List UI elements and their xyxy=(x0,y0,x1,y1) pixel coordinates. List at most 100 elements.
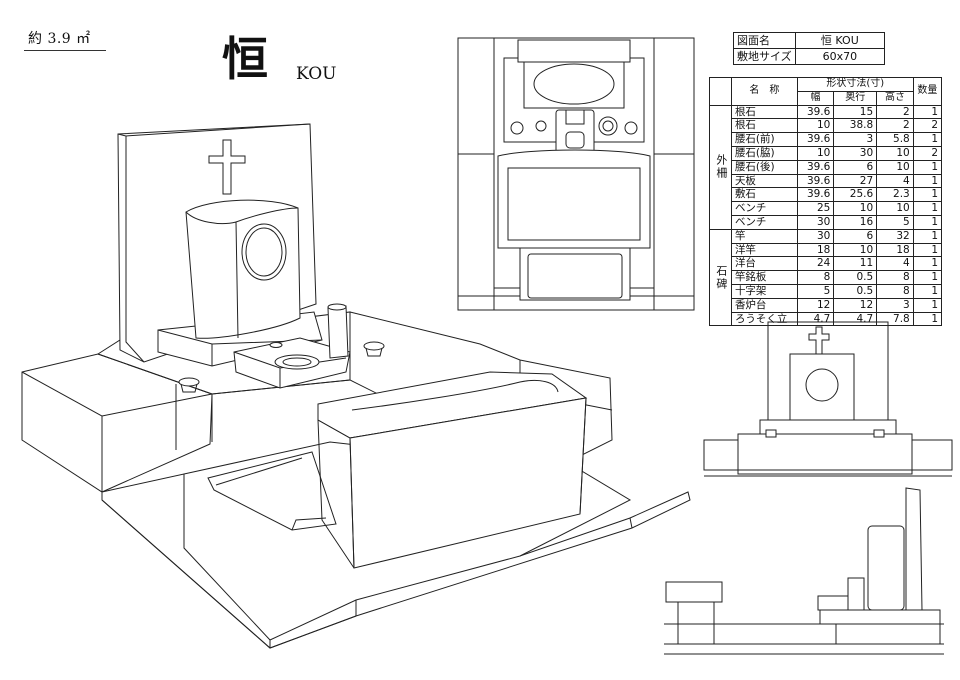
side-elevation xyxy=(664,487,944,655)
height-value: 2 xyxy=(876,104,914,120)
width-value: 5 xyxy=(796,283,835,299)
qty-value: 1 xyxy=(912,214,943,230)
part-name: 洋竿 xyxy=(730,242,798,258)
spec-header-row-1: 名 称 形状寸法(寸) 数量 xyxy=(709,77,943,106)
depth-value: 10 xyxy=(833,201,878,216)
area-underline xyxy=(24,50,106,51)
site-size-row: 敷地サイズ 60x70 xyxy=(733,48,886,65)
width-value: 12 xyxy=(796,297,835,313)
part-name: 十字架 xyxy=(730,283,798,299)
width-value: 39.6 xyxy=(796,173,835,189)
drawing-title-kanji: 恒 xyxy=(222,32,268,86)
drawing-name-table: 図面名 恒 KOU 敷地サイズ 60x70 xyxy=(733,32,886,65)
col-name-header: 名 称 xyxy=(730,77,798,106)
height-value: 5.8 xyxy=(876,132,914,147)
height-value: 10 xyxy=(876,145,914,161)
qty-value: 1 xyxy=(912,242,943,258)
height-value: 3 xyxy=(876,297,914,313)
col-width-header: 幅 xyxy=(796,90,835,106)
width-value: 18 xyxy=(796,242,835,258)
height-value: 18 xyxy=(876,242,914,258)
qty-value: 1 xyxy=(912,228,943,244)
group-label: 外柵 xyxy=(709,104,732,230)
width-value: 39.6 xyxy=(796,187,835,203)
name-row: 図面名 恒 KOU xyxy=(733,32,886,49)
flower-vase xyxy=(327,305,349,359)
qty-value: 1 xyxy=(912,187,943,203)
height-value: 8 xyxy=(876,270,914,285)
depth-value: 6 xyxy=(833,228,878,244)
area-label: 約 3.9 ㎡ xyxy=(28,31,91,47)
qty-value: 1 xyxy=(912,311,943,327)
height-value: 10 xyxy=(876,159,914,175)
qty-value: 1 xyxy=(912,173,943,189)
height-value: 2.3 xyxy=(876,187,914,203)
height-value: 2 xyxy=(876,118,914,134)
height-value: 8 xyxy=(876,283,914,299)
stone-plate xyxy=(207,451,337,531)
part-name: 香炉台 xyxy=(730,297,798,313)
part-name: 竿 xyxy=(730,228,798,244)
depth-value: 25.6 xyxy=(833,187,878,203)
depth-value: 3 xyxy=(833,132,878,147)
perspective-view xyxy=(21,123,691,649)
depth-value: 11 xyxy=(833,256,878,272)
part-name: 腰石(脇) xyxy=(730,145,798,161)
width-value: 30 xyxy=(796,228,835,244)
qty-value: 2 xyxy=(912,118,943,134)
width-value: 4.7 xyxy=(796,311,835,327)
height-value: 7.8 xyxy=(876,311,914,327)
drawing-title-roman: KOU xyxy=(296,64,337,84)
width-value: 39.6 xyxy=(796,104,835,120)
depth-value: 15 xyxy=(833,104,878,120)
site-size-value: 60x70 xyxy=(794,48,886,65)
width-value: 10 xyxy=(796,118,835,134)
col-qty-header: 数量 xyxy=(912,77,943,106)
part-name: 根石 xyxy=(730,118,798,134)
group-dims-header: 形状寸法(寸) xyxy=(796,77,914,92)
part-name: 天板 xyxy=(730,173,798,189)
qty-value: 1 xyxy=(912,297,943,313)
col-depth-header: 奥行 xyxy=(833,90,878,106)
depth-value: 16 xyxy=(833,214,878,230)
depth-value: 38.8 xyxy=(833,118,878,134)
part-name: 腰石(後) xyxy=(730,159,798,175)
qty-value: 1 xyxy=(912,159,943,175)
part-name: 腰石(前) xyxy=(730,132,798,147)
drawing-name-label: 図面名 xyxy=(733,32,796,49)
depth-value: 0.5 xyxy=(833,270,878,285)
width-value: 10 xyxy=(796,145,835,161)
width-value: 30 xyxy=(796,214,835,230)
width-value: 25 xyxy=(796,201,835,216)
drawing-name-value: 恒 KOU xyxy=(794,32,886,49)
name-plate-circle xyxy=(241,223,287,281)
depth-value: 4.7 xyxy=(833,311,878,327)
qty-value: 1 xyxy=(912,283,943,299)
cross-icon xyxy=(208,139,246,195)
qty-value: 1 xyxy=(912,104,943,120)
width-value: 39.6 xyxy=(796,132,835,147)
spec-header-row-2: 幅 奥行 高さ xyxy=(710,90,942,106)
qty-value: 1 xyxy=(912,132,943,147)
part-name: 根石 xyxy=(730,104,798,120)
height-value: 4 xyxy=(876,256,914,272)
qty-value: 1 xyxy=(912,270,943,285)
qty-value: 1 xyxy=(912,201,943,216)
height-value: 32 xyxy=(876,228,914,244)
part-name: ベンチ xyxy=(730,201,798,216)
part-name: 敷石 xyxy=(730,187,798,203)
